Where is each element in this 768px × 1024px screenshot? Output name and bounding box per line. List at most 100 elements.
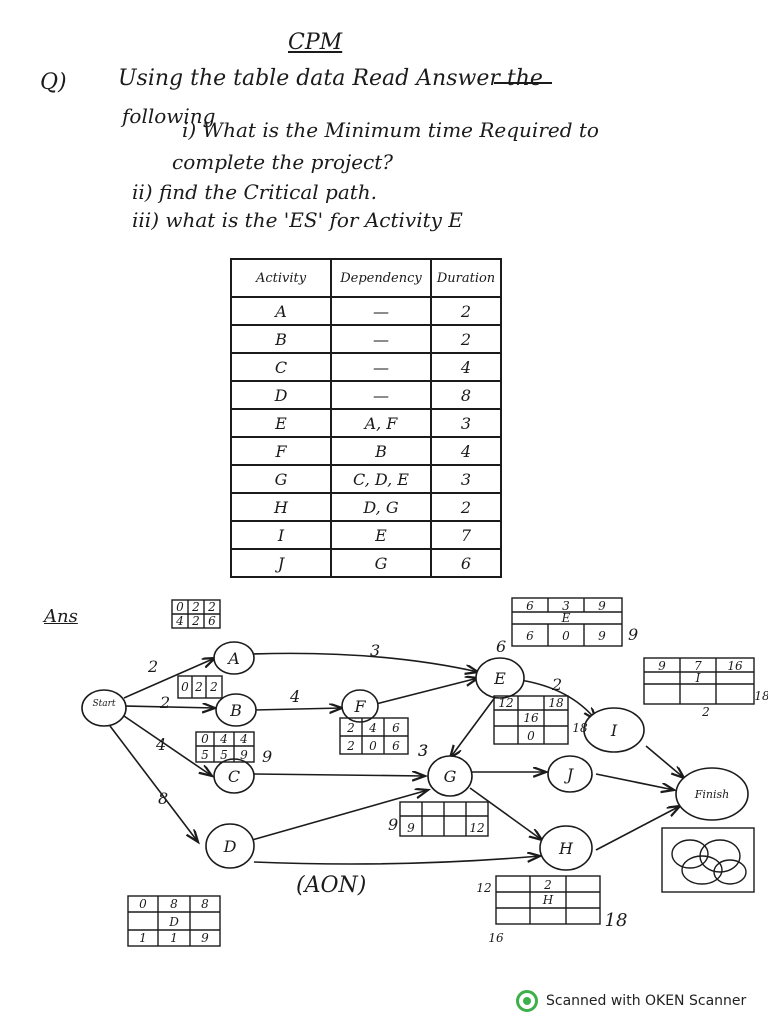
- question-ii: ii) find the Critical path.: [132, 180, 378, 204]
- edge-start-d: [109, 725, 198, 842]
- duration-cell: 2: [430, 296, 502, 326]
- box-a-top-1: 2: [191, 600, 200, 614]
- edge-start-c: [123, 715, 212, 776]
- question-line-2: following: [122, 104, 216, 128]
- edge-c-g: [253, 774, 425, 776]
- duration-cell: 8: [430, 380, 502, 410]
- outside-e-right: 9: [628, 625, 638, 644]
- edge-label-a: 2: [147, 657, 158, 676]
- box-i-top-1: 7: [694, 659, 702, 673]
- activity-cell: G: [230, 464, 332, 494]
- activity-cell: B: [230, 324, 332, 354]
- table-row: C—4: [230, 352, 502, 382]
- node-j: [547, 755, 593, 793]
- dependency-cell: —: [330, 296, 432, 326]
- box-e-bottom-0: 6: [526, 629, 534, 643]
- duration-cell: 2: [430, 324, 502, 354]
- node-f: [341, 689, 379, 723]
- box-gs-0: 12: [498, 696, 513, 710]
- table-row: B—2: [230, 324, 502, 354]
- node-b-label: B: [229, 701, 242, 720]
- edge-e-i: [519, 679, 596, 720]
- box-c-bottom-1: 5: [220, 748, 228, 762]
- outside-g-left: 3: [418, 741, 428, 760]
- node-a: [213, 641, 255, 675]
- box-a-top-0: 0: [176, 600, 184, 614]
- box-i-side: 18: [754, 689, 768, 703]
- edge-label-b: 2: [159, 693, 170, 712]
- node-i-label: I: [610, 721, 618, 740]
- edge-label-b-f: 4: [289, 687, 300, 706]
- question-line-1: Using the table data Read Answer the: [118, 66, 543, 91]
- table-row: A—2: [230, 296, 502, 326]
- duration-cell: 6: [430, 548, 502, 578]
- box-gs-1: 18: [548, 696, 564, 710]
- box-a-bottom-1: 2: [191, 614, 200, 628]
- box-c-bottom-2: 9: [240, 748, 248, 762]
- duration-cell: 2: [430, 492, 502, 522]
- box-i-top-2: 16: [727, 659, 743, 673]
- box-h-bottom-left: 16: [488, 931, 504, 945]
- node-h: [539, 825, 593, 871]
- node-f-label: F: [353, 697, 366, 716]
- edge-label-g: 3: [418, 741, 428, 760]
- node-e-label: E: [493, 669, 506, 688]
- box-e-top-0: 6: [526, 599, 534, 613]
- node-e: [475, 657, 525, 699]
- box-gs-4: 18: [572, 721, 588, 735]
- outside-d-left: 9: [388, 815, 398, 834]
- box-a-bottom-0: 4: [175, 614, 184, 628]
- box-g-bottom-1: 12: [469, 821, 484, 835]
- edge-b-f: [253, 708, 342, 710]
- box-b-top-2: 2: [209, 680, 218, 694]
- box-h-right: 18: [605, 910, 628, 931]
- edge-d-h: [253, 856, 540, 865]
- edge-e-g: [450, 695, 497, 758]
- activity-cell: I: [230, 520, 332, 550]
- edge-d-g: [251, 790, 428, 841]
- box-d-top-2: 8: [201, 897, 209, 911]
- dependency-cell: C, D, E: [330, 464, 432, 494]
- activity-cell: F: [230, 436, 332, 466]
- box-e-top-1: 3: [562, 599, 570, 613]
- box-f-top-0: 2: [346, 721, 355, 735]
- dependency-cell: —: [330, 352, 432, 382]
- box-gs-2: 16: [523, 711, 539, 725]
- oken-logo-icon: [516, 990, 538, 1012]
- question-i: i) What is the Minimum time Required to: [182, 118, 599, 142]
- dependency-cell: —: [330, 324, 432, 354]
- box-h-mid: H: [542, 893, 554, 907]
- box-b-top-0: 0: [181, 680, 189, 694]
- header-activity: Activity: [230, 258, 332, 298]
- edge-i-finish: [645, 745, 684, 778]
- activity-cell: J: [230, 548, 332, 578]
- box-f-bottom-2: 6: [392, 739, 400, 753]
- box-d-mid: D: [168, 915, 179, 929]
- aon-label: (AON): [296, 873, 366, 898]
- box-e-bottom-1: 0: [562, 629, 570, 643]
- node-start-label: Start: [92, 699, 115, 709]
- node-finish-label: Finish: [694, 788, 729, 801]
- box-e-top-2: 9: [598, 599, 606, 613]
- duration-cell: 3: [430, 408, 502, 438]
- question-iii: iii) what is the 'ES' for Activity E: [132, 208, 463, 232]
- node-b: [215, 693, 257, 727]
- box-d-bottom-0: 1: [139, 931, 147, 945]
- box-h-top: 2: [543, 878, 552, 892]
- box-e-bottom-2: 9: [598, 629, 606, 643]
- edge-label-e-i: 2: [551, 675, 562, 694]
- header-duration: Duration: [430, 258, 502, 298]
- node-d-label: D: [223, 837, 237, 856]
- box-f-bottom-1: 0: [369, 739, 377, 753]
- dependency-cell: —: [330, 380, 432, 410]
- box-c-top-2: 4: [239, 732, 248, 746]
- answer-label: Ans: [44, 606, 78, 627]
- dependency-cell: E: [330, 520, 432, 550]
- edge-h-finish: [595, 806, 680, 851]
- box-a-top-2: 2: [207, 600, 216, 614]
- edge-start-a: [123, 658, 215, 699]
